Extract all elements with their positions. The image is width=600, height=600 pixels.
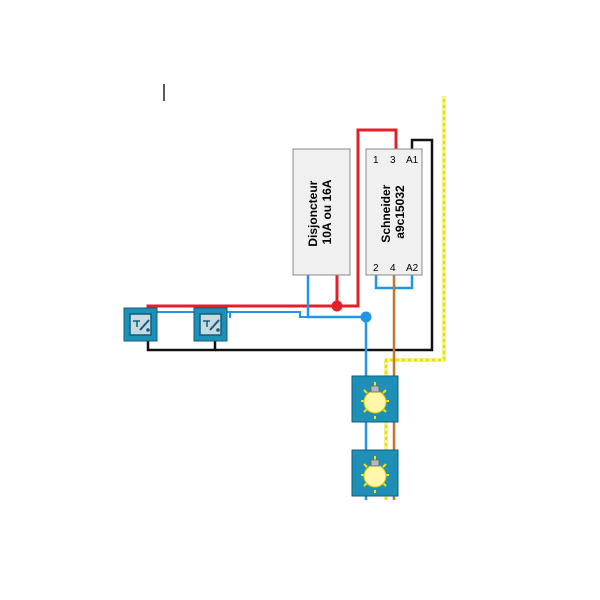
terminal-1: 1	[373, 155, 379, 166]
wire-phase-contactor	[337, 128, 398, 308]
contactor-label-line1: Schneider	[379, 184, 393, 242]
contactor-label-line2: a9c15032	[393, 185, 407, 239]
terminal-2: 2	[373, 263, 379, 274]
terminal-a1: A1	[406, 155, 419, 166]
terminal-4: 4	[390, 263, 396, 274]
junction-phase	[331, 300, 343, 312]
wire-neutral-to-node	[230, 311, 366, 318]
contactor-module[interactable]: Schneider a9c15032 1 3 A1 2 4 A2	[365, 148, 423, 276]
terminal-a2: A2	[406, 263, 419, 274]
push-button-icon[interactable]	[123, 307, 158, 342]
wire-earth-dash	[385, 96, 445, 500]
lamp-icon[interactable]	[351, 375, 399, 423]
junction-neutral	[360, 311, 372, 323]
terminal-3: 3	[390, 155, 396, 166]
push-button-icon[interactable]	[193, 307, 228, 342]
svg-text:Disjoncteur 10A ou 16A: Disjoncteur 10A ou 16A	[306, 177, 334, 246]
breaker-label-line2: 10A ou 16A	[320, 179, 334, 244]
lamp-icon[interactable]	[351, 449, 399, 497]
breaker-label-line1: Disjoncteur	[306, 180, 320, 246]
svg-text:Schneider a9c15032: Schneider a9c15032	[379, 181, 407, 242]
wire-control-return	[215, 138, 434, 352]
breaker-module[interactable]: Disjoncteur 10A ou 16A	[292, 148, 351, 276]
